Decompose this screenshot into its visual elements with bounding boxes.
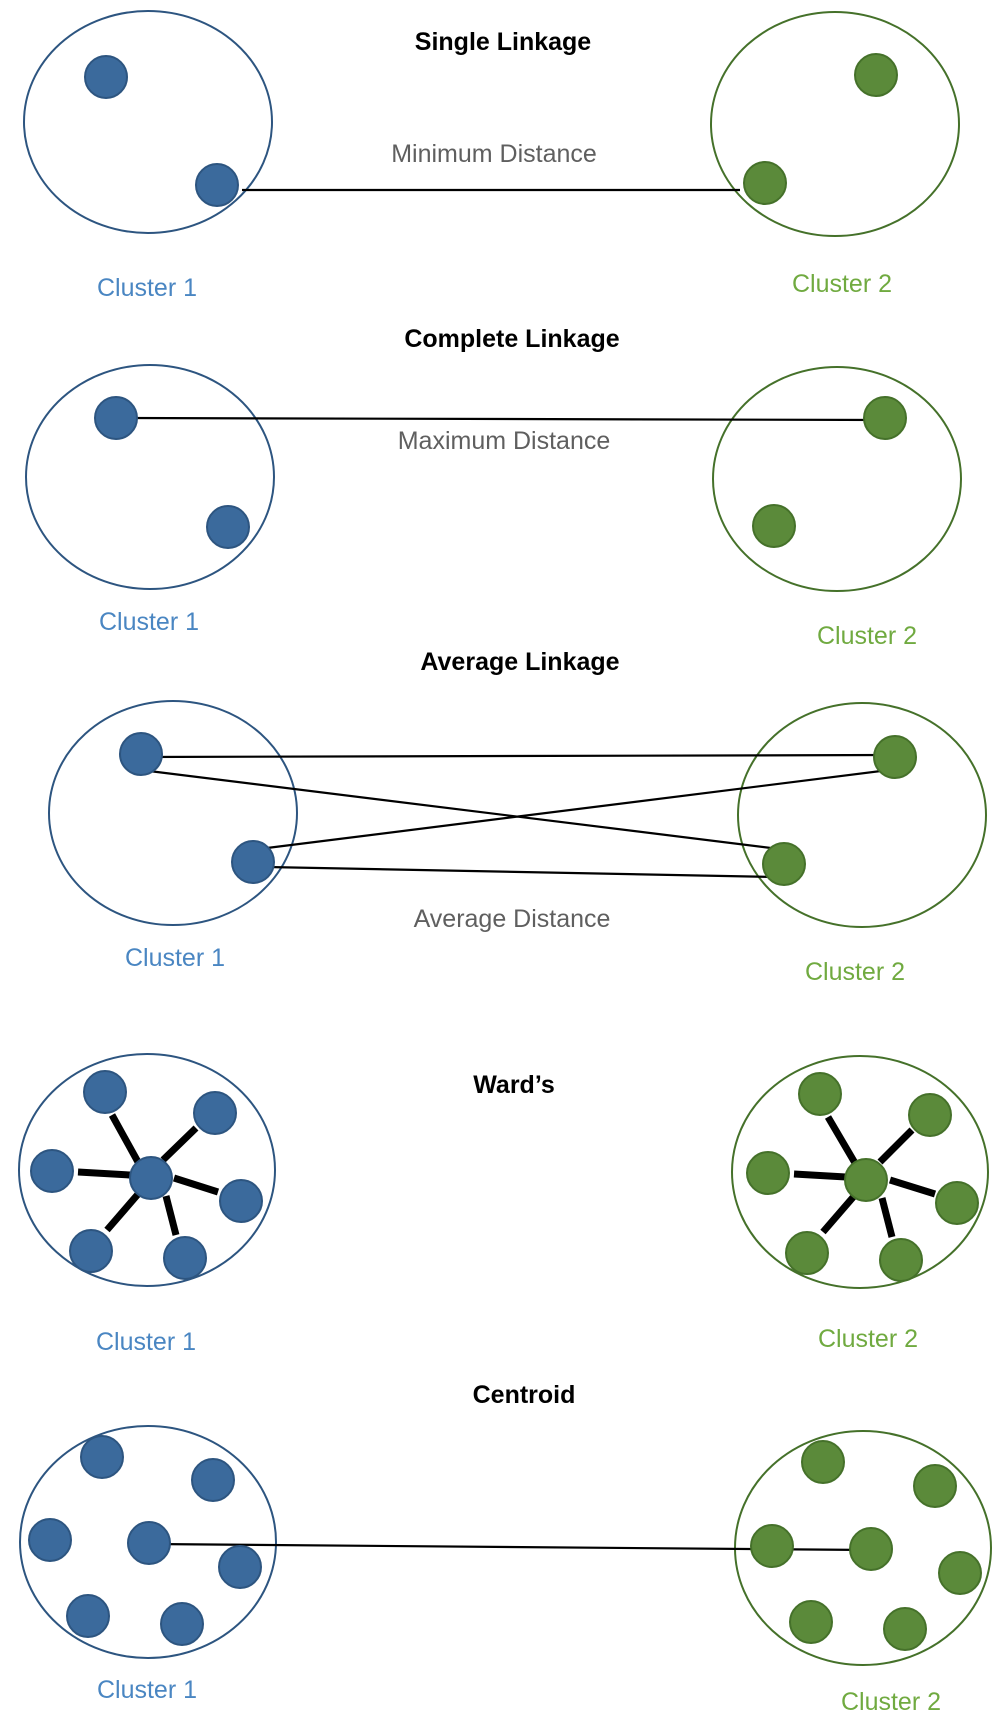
average-distance-line (140, 768, 780, 851)
cluster-2-point (935, 1181, 979, 1225)
cluster-2-point (746, 1151, 790, 1195)
cluster-2-point (908, 1093, 952, 1137)
average-cluster-1-circle (48, 700, 298, 926)
cluster-1-point (195, 163, 239, 207)
ward-spoke (888, 1176, 937, 1198)
cluster-2-centroid-point (849, 1527, 893, 1571)
complete-cluster-2-circle (712, 366, 962, 592)
cluster-2-point (883, 1607, 927, 1651)
complete-maximum-distance-line (115, 416, 886, 422)
wards-title: Ward’s (473, 1071, 555, 1099)
cluster-1-point (83, 1070, 127, 1114)
cluster-2-point (801, 1440, 845, 1484)
ward-spoke (877, 1127, 915, 1165)
complete-cluster-2-label: Cluster 2 (817, 622, 917, 650)
ward-spoke (172, 1174, 220, 1196)
cluster-1-point (218, 1545, 262, 1589)
ward-spoke (824, 1115, 859, 1165)
cluster-2-point (798, 1072, 842, 1116)
ward-spoke (108, 1113, 142, 1164)
single-linkage-title: Single Linkage (415, 28, 592, 56)
cluster-2-point (750, 1524, 794, 1568)
cluster-1-point (193, 1091, 237, 1135)
wards-cluster-2-label: Cluster 2 (818, 1325, 918, 1353)
cluster-1-point (69, 1229, 113, 1273)
average-cluster-1-label: Cluster 1 (125, 944, 225, 972)
ward-spoke (104, 1190, 142, 1233)
single-cluster-1-circle (23, 10, 273, 234)
average-linkage-title: Average Linkage (420, 648, 619, 676)
average-distance-label: Average Distance (414, 905, 611, 933)
average-linkage-section: Average Linkage Average Distance Cluster… (48, 648, 987, 986)
centroid-cluster-1-circle (19, 1425, 277, 1659)
cluster-1-point (84, 55, 128, 99)
cluster-1-point (231, 840, 275, 884)
complete-linkage-section: Complete Linkage Maximum Distance Cluste… (25, 325, 962, 650)
cluster-1-point (94, 396, 138, 440)
cluster-1-point (30, 1149, 74, 1193)
cluster-2-point (752, 504, 796, 548)
average-cluster-2-circle (737, 702, 987, 928)
cluster-2-point (789, 1600, 833, 1644)
ward-spoke (878, 1197, 896, 1238)
cluster-2-point (913, 1464, 957, 1508)
ward-spoke (793, 1170, 847, 1181)
cluster-2-point (879, 1238, 923, 1282)
cluster-1-point (206, 505, 250, 549)
centroid-distance-line (150, 1542, 871, 1552)
cluster-2-point (762, 842, 806, 886)
single-distance-label: Minimum Distance (391, 140, 597, 168)
wards-cluster-2-spokes (793, 1115, 937, 1238)
cluster-2-point (873, 735, 917, 779)
cluster-1-point (191, 1458, 235, 1502)
cluster-1-point (28, 1518, 72, 1562)
single-cluster-2-label: Cluster 2 (792, 270, 892, 298)
cluster-1-point (219, 1179, 263, 1223)
complete-linkage-title: Complete Linkage (404, 325, 619, 353)
centroid-cluster-1-label: Cluster 1 (97, 1676, 197, 1704)
complete-cluster-1-circle (25, 364, 275, 590)
cluster-2-point (743, 161, 787, 205)
single-cluster-1-label: Cluster 1 (97, 274, 197, 302)
wards-cluster-1-circle (18, 1053, 276, 1287)
wards-cluster-2-circle (731, 1055, 989, 1289)
cluster-2-point (785, 1231, 829, 1275)
ward-spoke (820, 1192, 858, 1235)
single-linkage-section: Single Linkage Minimum Distance Cluster … (23, 10, 960, 302)
ward-spoke (77, 1168, 131, 1179)
cluster-2-point (938, 1551, 982, 1595)
wards-cluster-1-spokes (77, 1113, 220, 1236)
complete-distance-label: Maximum Distance (398, 427, 611, 455)
cluster-1-point (119, 732, 163, 776)
cluster-1-point (66, 1594, 110, 1638)
centroid-cluster-2-label: Cluster 2 (841, 1688, 941, 1716)
cluster-2-point (854, 53, 898, 97)
average-distance-line (140, 753, 892, 759)
cluster-1-centroid-point (127, 1521, 171, 1565)
cluster-1-point (160, 1602, 204, 1646)
cluster-2-center-point (844, 1158, 888, 1202)
cluster-2-point (863, 396, 907, 440)
cluster-1-center-point (129, 1156, 173, 1200)
centroid-section: Centroid Cluster 1 Cluster 2 (19, 1381, 992, 1716)
average-distance-line (266, 767, 898, 850)
cluster-1-point (80, 1435, 124, 1479)
ward-spoke (160, 1125, 199, 1163)
wards-section: Ward’s (18, 1053, 989, 1356)
average-cluster-2-label: Cluster 2 (805, 958, 905, 986)
average-distance-line (266, 865, 776, 879)
wards-cluster-1-label: Cluster 1 (96, 1328, 196, 1356)
cluster-1-point (163, 1236, 207, 1280)
single-cluster-2-circle (710, 11, 960, 237)
centroid-title: Centroid (473, 1381, 576, 1409)
ward-spoke (162, 1195, 180, 1236)
complete-cluster-1-label: Cluster 1 (99, 608, 199, 636)
